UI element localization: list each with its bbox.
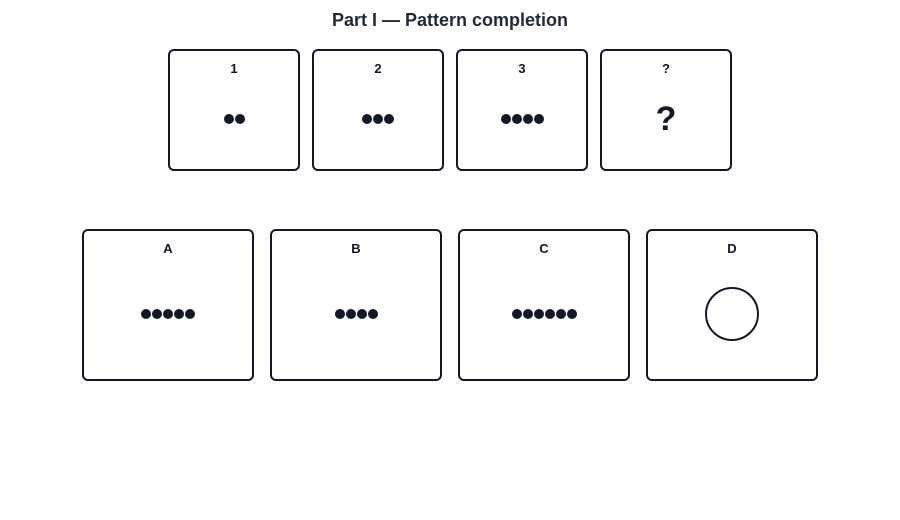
dot-group [314, 99, 442, 139]
dot [362, 114, 372, 124]
panel-label: ? [662, 61, 670, 76]
dot [334, 309, 345, 319]
option-label: C [539, 241, 549, 256]
dot-group [84, 283, 252, 345]
dot-group [460, 283, 628, 345]
dot [522, 309, 533, 319]
dot [223, 114, 234, 124]
sequence-panel-3: 3 [456, 49, 588, 171]
dot [141, 309, 151, 319]
dot [500, 114, 511, 124]
option-a[interactable]: A [82, 229, 254, 381]
dot [234, 114, 245, 124]
dot [185, 309, 195, 319]
dot [511, 309, 522, 319]
sequence-panel-1: 1 [168, 49, 300, 171]
dot [566, 309, 577, 319]
dot [367, 309, 378, 319]
dot [345, 309, 356, 319]
dot [511, 114, 522, 124]
option-d[interactable]: D [646, 229, 818, 381]
circle-shape [705, 287, 759, 341]
dot-group [272, 283, 440, 345]
dot [174, 309, 184, 319]
dot [555, 309, 566, 319]
dot [544, 309, 555, 319]
dot [522, 114, 533, 124]
panel-label: 2 [374, 61, 382, 76]
dot [152, 309, 162, 319]
dot [384, 114, 394, 124]
option-label: D [727, 241, 737, 256]
dot [356, 309, 367, 319]
dot-group [170, 99, 298, 139]
dot [163, 309, 173, 319]
option-c[interactable]: C [458, 229, 630, 381]
dot [533, 114, 544, 124]
dot-group [458, 99, 586, 139]
sequence-panel-2: 2 [312, 49, 444, 171]
question-mark: ? [655, 100, 677, 138]
panel-label: 3 [518, 61, 526, 76]
page-title: Part I — Pattern completion [331, 10, 569, 30]
dot [533, 309, 544, 319]
sequence-panel-missing: ? ? [600, 49, 732, 171]
option-b[interactable]: B [270, 229, 442, 381]
option-label: B [351, 241, 361, 256]
dot [373, 114, 383, 124]
panel-label: 1 [230, 61, 238, 76]
option-label: A [163, 241, 173, 256]
